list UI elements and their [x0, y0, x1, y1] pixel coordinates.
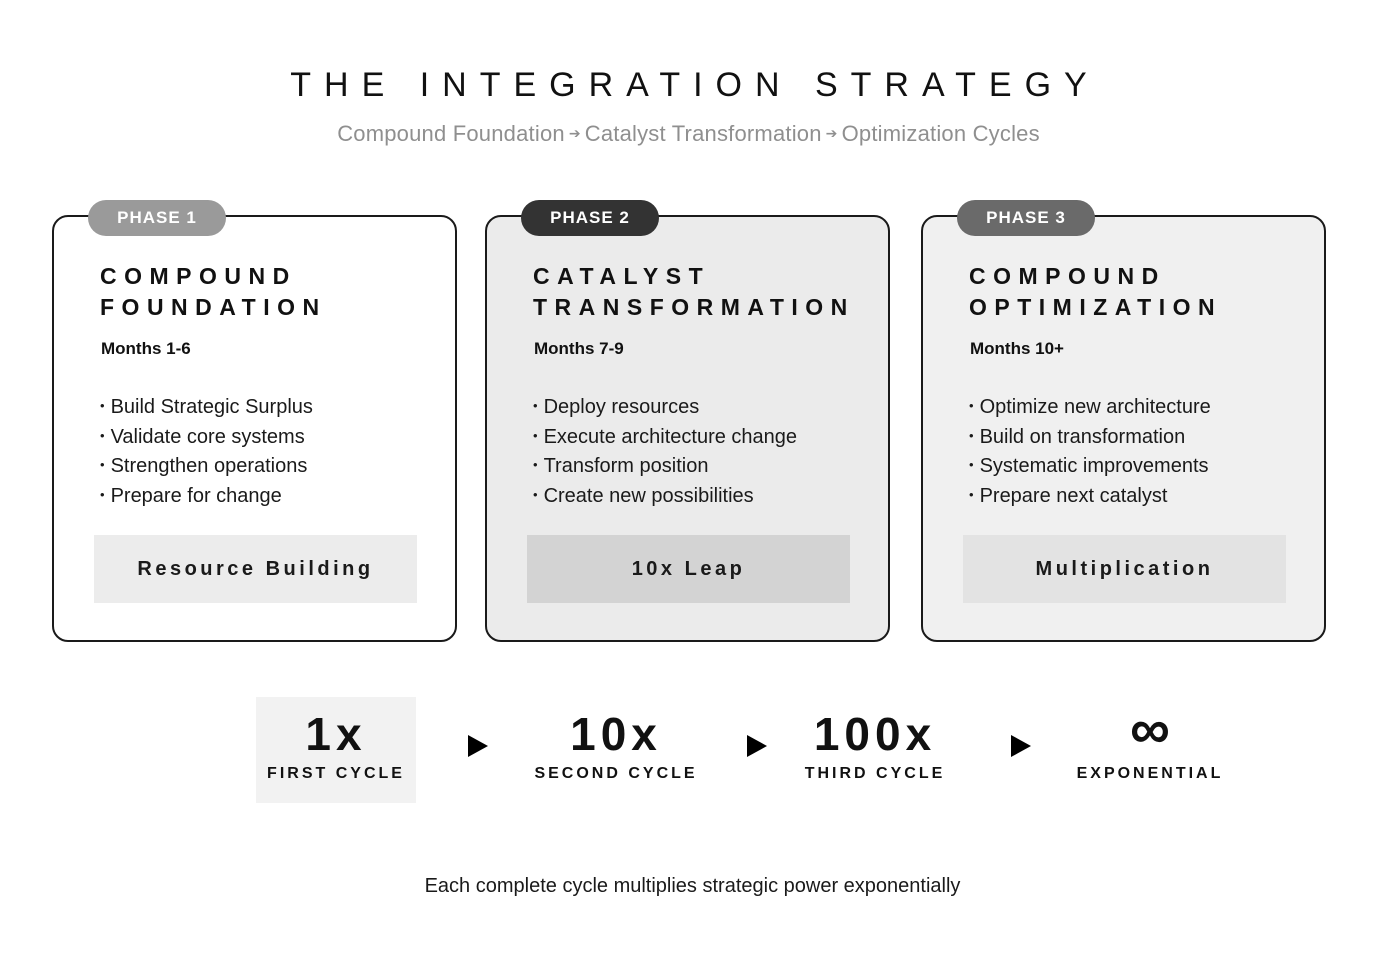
bullet-item: Strengthen operations [100, 451, 313, 481]
phase-outcome-banner: Resource Building [94, 535, 417, 603]
phase-badge: PHASE 2 [521, 200, 659, 236]
arrow-right-icon: ➔ [825, 125, 838, 141]
cycle-first: 1x FIRST CYCLE [256, 697, 416, 803]
bullet-item: Optimize new architecture [969, 392, 1211, 422]
play-arrow-icon [747, 735, 767, 757]
phase-title: COMPOUND OPTIMIZATION [969, 261, 1222, 323]
play-arrow-icon [1011, 735, 1031, 757]
cycle-multiplier: 1x [305, 708, 367, 760]
footer-caption: Each complete cycle multiplies strategic… [424, 875, 961, 897]
page-subtitle: Compound Foundation➔Catalyst Transformat… [0, 121, 1377, 147]
phase-title: COMPOUND FOUNDATION [100, 261, 327, 323]
cycle-label: THIRD CYCLE [804, 765, 946, 782]
cycle-second: 10x SECOND CYCLE [526, 697, 706, 803]
phase-badge: PHASE 1 [88, 200, 226, 236]
cycle-multiplier: 100x [813, 708, 937, 760]
phase-title-line: FOUNDATION [100, 294, 327, 320]
page-title: THE INTEGRATION STRATEGY [290, 66, 1100, 104]
phase-title: CATALYST TRANSFORMATION [533, 261, 855, 323]
cycle-label: SECOND CYCLE [534, 765, 698, 782]
bullet-item: Create new possibilities [533, 481, 797, 511]
cycle-multiplier: 10x [570, 708, 662, 760]
phase-title-line: COMPOUND [100, 263, 297, 289]
cycle-label: FIRST CYCLE [267, 765, 405, 782]
subtitle-step-3: Optimization Cycles [841, 121, 1040, 146]
cycle-exponential: ∞ EXPONENTIAL [1065, 697, 1235, 803]
cycle-third: 100x THIRD CYCLE [790, 697, 960, 803]
bullet-item: Build on transformation [969, 422, 1211, 452]
phase-title-line: OPTIMIZATION [969, 294, 1223, 320]
phase-bullet-list: Optimize new architecture Build on trans… [969, 392, 1211, 510]
play-arrow-icon [468, 735, 488, 757]
phase-badge: PHASE 3 [957, 200, 1095, 236]
bullet-item: Prepare for change [100, 481, 313, 511]
phase-bullet-list: Build Strategic Surplus Validate core sy… [100, 392, 313, 510]
phase-months: Months 7-9 [534, 339, 624, 358]
infinity-icon: ∞ [1130, 697, 1170, 760]
subtitle-step-2: Catalyst Transformation [584, 121, 822, 146]
bullet-item: Execute architecture change [533, 422, 798, 452]
phase-months: Months 1-6 [101, 339, 191, 358]
phase-card-1: PHASE 1 COMPOUND FOUNDATION Months 1-6 B… [52, 200, 457, 642]
phase-title-line: CATALYST [533, 263, 711, 289]
phase-outcome-banner: Multiplication [963, 535, 1286, 603]
cycle-label: EXPONENTIAL [1076, 765, 1224, 782]
subtitle-step-1: Compound Foundation [337, 121, 565, 146]
bullet-item: Deploy resources [533, 392, 797, 422]
bullet-item: Build Strategic Surplus [100, 392, 313, 422]
phase-card-2: PHASE 2 CATALYST TRANSFORMATION Months 7… [485, 200, 890, 642]
phase-outcome-banner: 10x Leap [527, 535, 850, 603]
bullet-item: Prepare next catalyst [969, 481, 1211, 511]
phase-bullet-list: Deploy resources Execute architecture ch… [533, 392, 798, 511]
phase-title-line: TRANSFORMATION [533, 294, 855, 320]
arrow-right-icon: ➔ [568, 125, 581, 141]
phase-months: Months 10+ [970, 339, 1064, 358]
phase-card-3: PHASE 3 COMPOUND OPTIMIZATION Months 10+… [921, 200, 1326, 642]
bullet-item: Systematic improvements [969, 451, 1211, 481]
bullet-item: Validate core systems [100, 422, 313, 452]
phase-title-line: COMPOUND [969, 263, 1166, 289]
bullet-item: Transform position [533, 451, 797, 481]
